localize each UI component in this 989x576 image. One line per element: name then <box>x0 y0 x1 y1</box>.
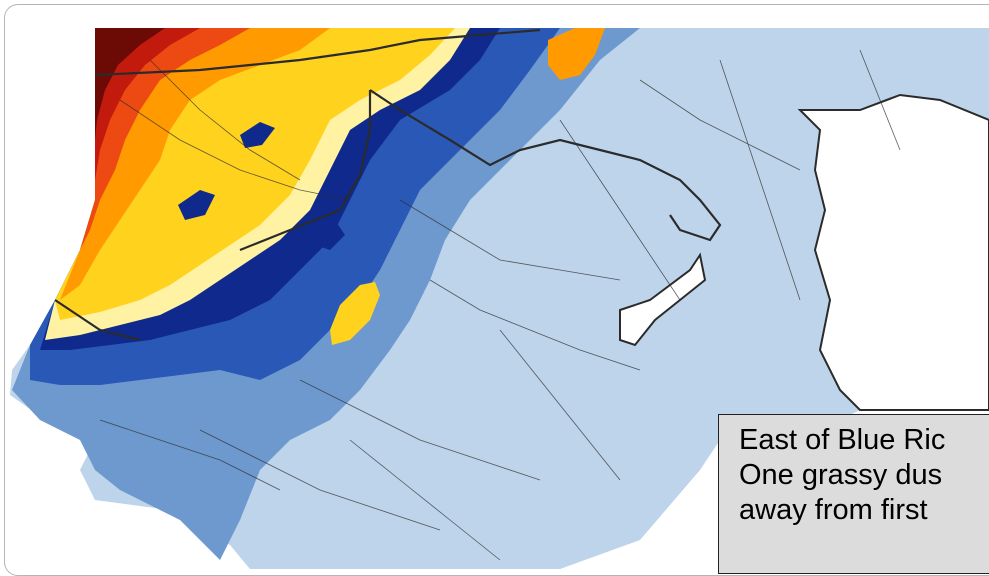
yellow-patch-center <box>330 282 380 345</box>
callout-line-3: away from first <box>739 494 928 526</box>
navy-patch-2 <box>240 122 275 148</box>
county-borders <box>99 49 901 561</box>
navy-patch-1 <box>178 190 215 220</box>
dark-red-band <box>95 28 165 140</box>
yellow-patch-north <box>548 28 605 80</box>
navy-patch-3 <box>315 220 345 250</box>
chesapeake-bay <box>797 93 989 411</box>
state-borders <box>54 28 722 342</box>
callout-line-2: One grassy dus <box>739 459 943 491</box>
info-callout-box: East of Blue Ric One grassy dus away fro… <box>718 414 989 574</box>
red-band <box>95 28 200 180</box>
callout-line-1: East of Blue Ric <box>739 424 946 456</box>
